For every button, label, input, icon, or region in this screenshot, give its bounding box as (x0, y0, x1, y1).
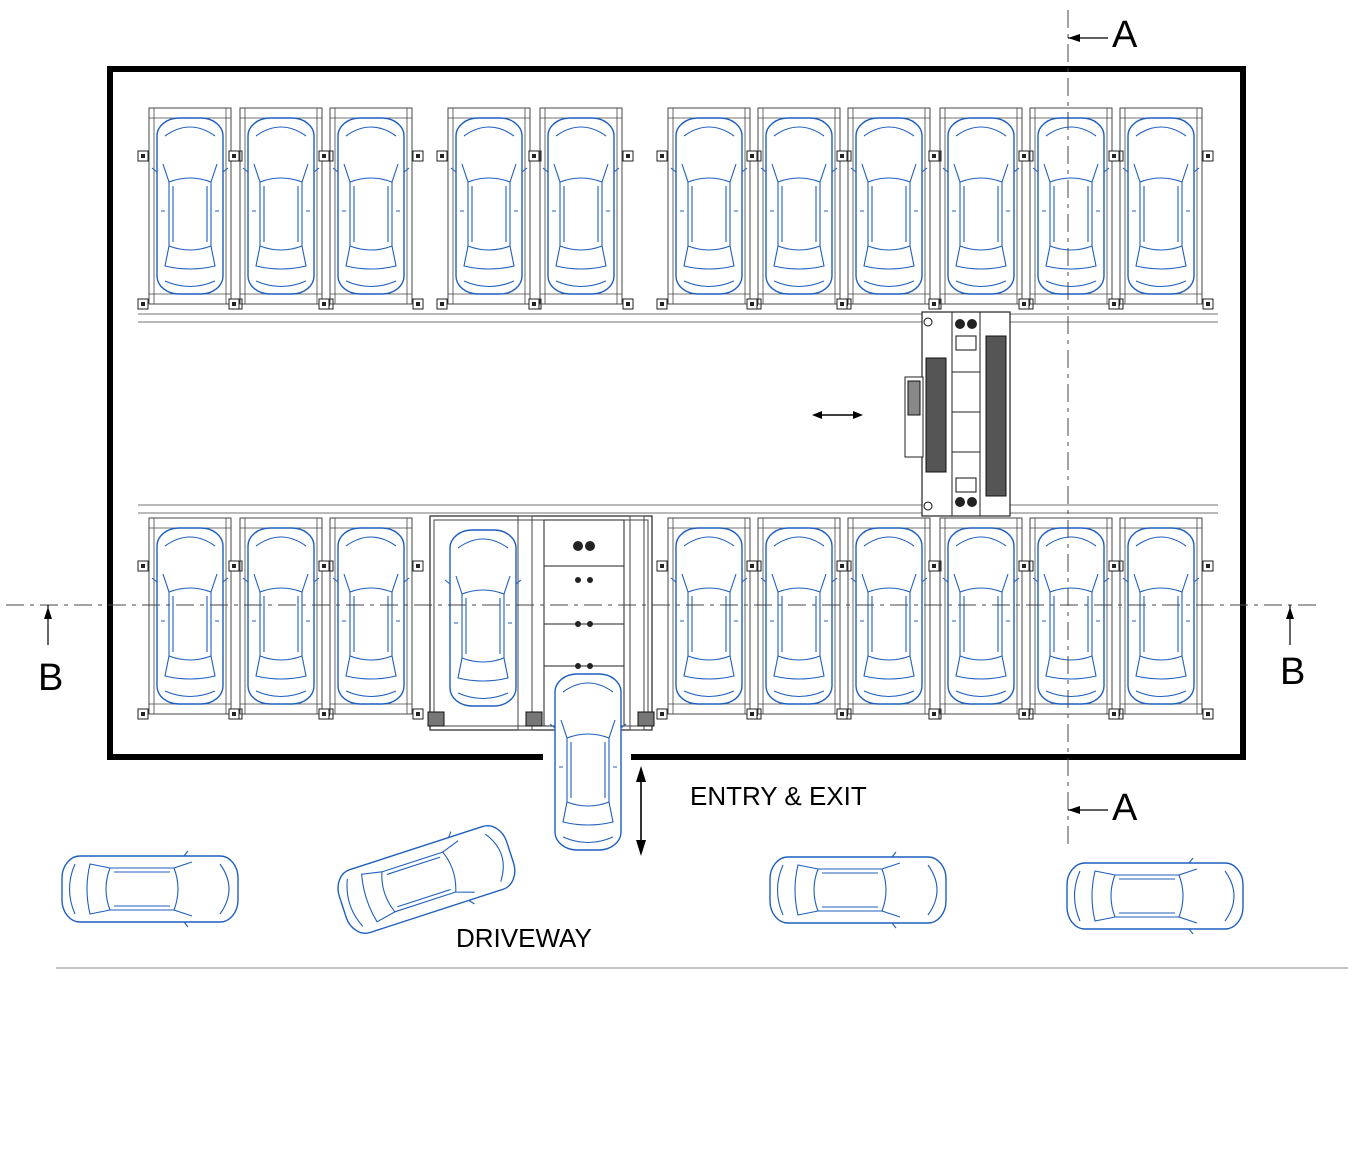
bottom-space-4 (668, 518, 750, 714)
top-space-5 (540, 108, 622, 304)
top-space-4 (448, 108, 530, 304)
driveway-car-4 (1066, 857, 1244, 935)
bottom-space-post (1108, 560, 1120, 572)
bottom-space-7 (940, 518, 1022, 714)
bottom-space-post (1018, 560, 1030, 572)
section-line-b (6, 604, 1322, 645)
bottom-space-9 (1120, 518, 1202, 714)
shuttle-direction-arrow (812, 411, 863, 419)
top-space-post (1018, 150, 1030, 162)
bottom-rail (138, 504, 1218, 514)
driveway-car-3 (769, 851, 947, 929)
section-a-label-bottom: A (1112, 787, 1138, 829)
bottom-space-6 (848, 518, 930, 714)
section-b-label-left: B (38, 657, 63, 699)
bottom-row-parking (137, 518, 1214, 720)
bottom-space-post (656, 560, 668, 572)
top-space-post (228, 298, 240, 310)
top-space-10 (1030, 108, 1112, 304)
bottom-space-post (928, 708, 940, 720)
top-space-post (1108, 298, 1120, 310)
bottom-space-post (228, 560, 240, 572)
top-space-6 (668, 108, 750, 304)
bottom-space-post (836, 560, 848, 572)
top-space-post (436, 298, 448, 310)
top-space-post (528, 298, 540, 310)
building-outline (107, 66, 1246, 760)
bottom-space-post (746, 708, 758, 720)
bottom-space-3 (330, 518, 412, 714)
top-space-post (836, 298, 848, 310)
top-space-post (836, 150, 848, 162)
top-space-post (1202, 150, 1214, 162)
top-space-post (1108, 150, 1120, 162)
bottom-space-1 (149, 518, 231, 714)
bottom-space-post (318, 560, 330, 572)
section-a-label-top: A (1112, 14, 1138, 56)
section-b-label-right: B (1280, 651, 1305, 693)
top-space-post (318, 150, 330, 162)
top-space-post (137, 150, 149, 162)
bottom-space-post (1202, 560, 1214, 572)
top-space-post (228, 150, 240, 162)
top-space-3 (330, 108, 412, 304)
top-space-8 (848, 108, 930, 304)
bottom-space-post (1108, 708, 1120, 720)
entry-exit-arrow (636, 766, 646, 856)
top-space-post (412, 298, 424, 310)
top-space-2 (240, 108, 322, 304)
top-space-1 (149, 108, 231, 304)
top-row-parking (137, 108, 1214, 310)
bottom-space-post (228, 708, 240, 720)
bottom-space-post (836, 708, 848, 720)
top-space-post (622, 298, 634, 310)
bottom-space-post (137, 560, 149, 572)
bottom-space-post (412, 708, 424, 720)
bottom-space-post (746, 560, 758, 572)
bottom-space-post (1018, 708, 1030, 720)
bottom-space-post (412, 560, 424, 572)
motor-unit (904, 376, 924, 458)
top-space-post (656, 150, 668, 162)
top-rail (138, 313, 1218, 323)
top-space-7 (758, 108, 840, 304)
top-space-post (528, 150, 540, 162)
bottom-space-post (137, 708, 149, 720)
bottom-space-post (928, 560, 940, 572)
top-space-9 (940, 108, 1022, 304)
section-line-a (1067, 10, 1108, 850)
driveway-car-1 (61, 850, 239, 928)
driveway-label: DRIVEWAY (456, 923, 592, 953)
top-space-11 (1120, 108, 1202, 304)
transfer-shuttle (921, 311, 1011, 517)
bottom-space-post (1202, 708, 1214, 720)
top-space-post (1202, 298, 1214, 310)
top-space-post (656, 298, 668, 310)
bottom-space-8 (1030, 518, 1112, 714)
bottom-space-post (318, 708, 330, 720)
top-space-post (928, 150, 940, 162)
car-entering (549, 673, 627, 851)
top-space-post (928, 298, 940, 310)
top-space-post (318, 298, 330, 310)
car-in-lift (444, 529, 522, 707)
top-space-post (137, 298, 149, 310)
top-space-post (622, 150, 634, 162)
top-space-post (746, 150, 758, 162)
bottom-space-2 (240, 518, 322, 714)
top-space-post (746, 298, 758, 310)
bottom-space-post (656, 708, 668, 720)
top-space-post (1018, 298, 1030, 310)
bottom-space-5 (758, 518, 840, 714)
top-space-post (436, 150, 448, 162)
entry-exit-label: ENTRY & EXIT (690, 781, 867, 811)
top-space-post (412, 150, 424, 162)
